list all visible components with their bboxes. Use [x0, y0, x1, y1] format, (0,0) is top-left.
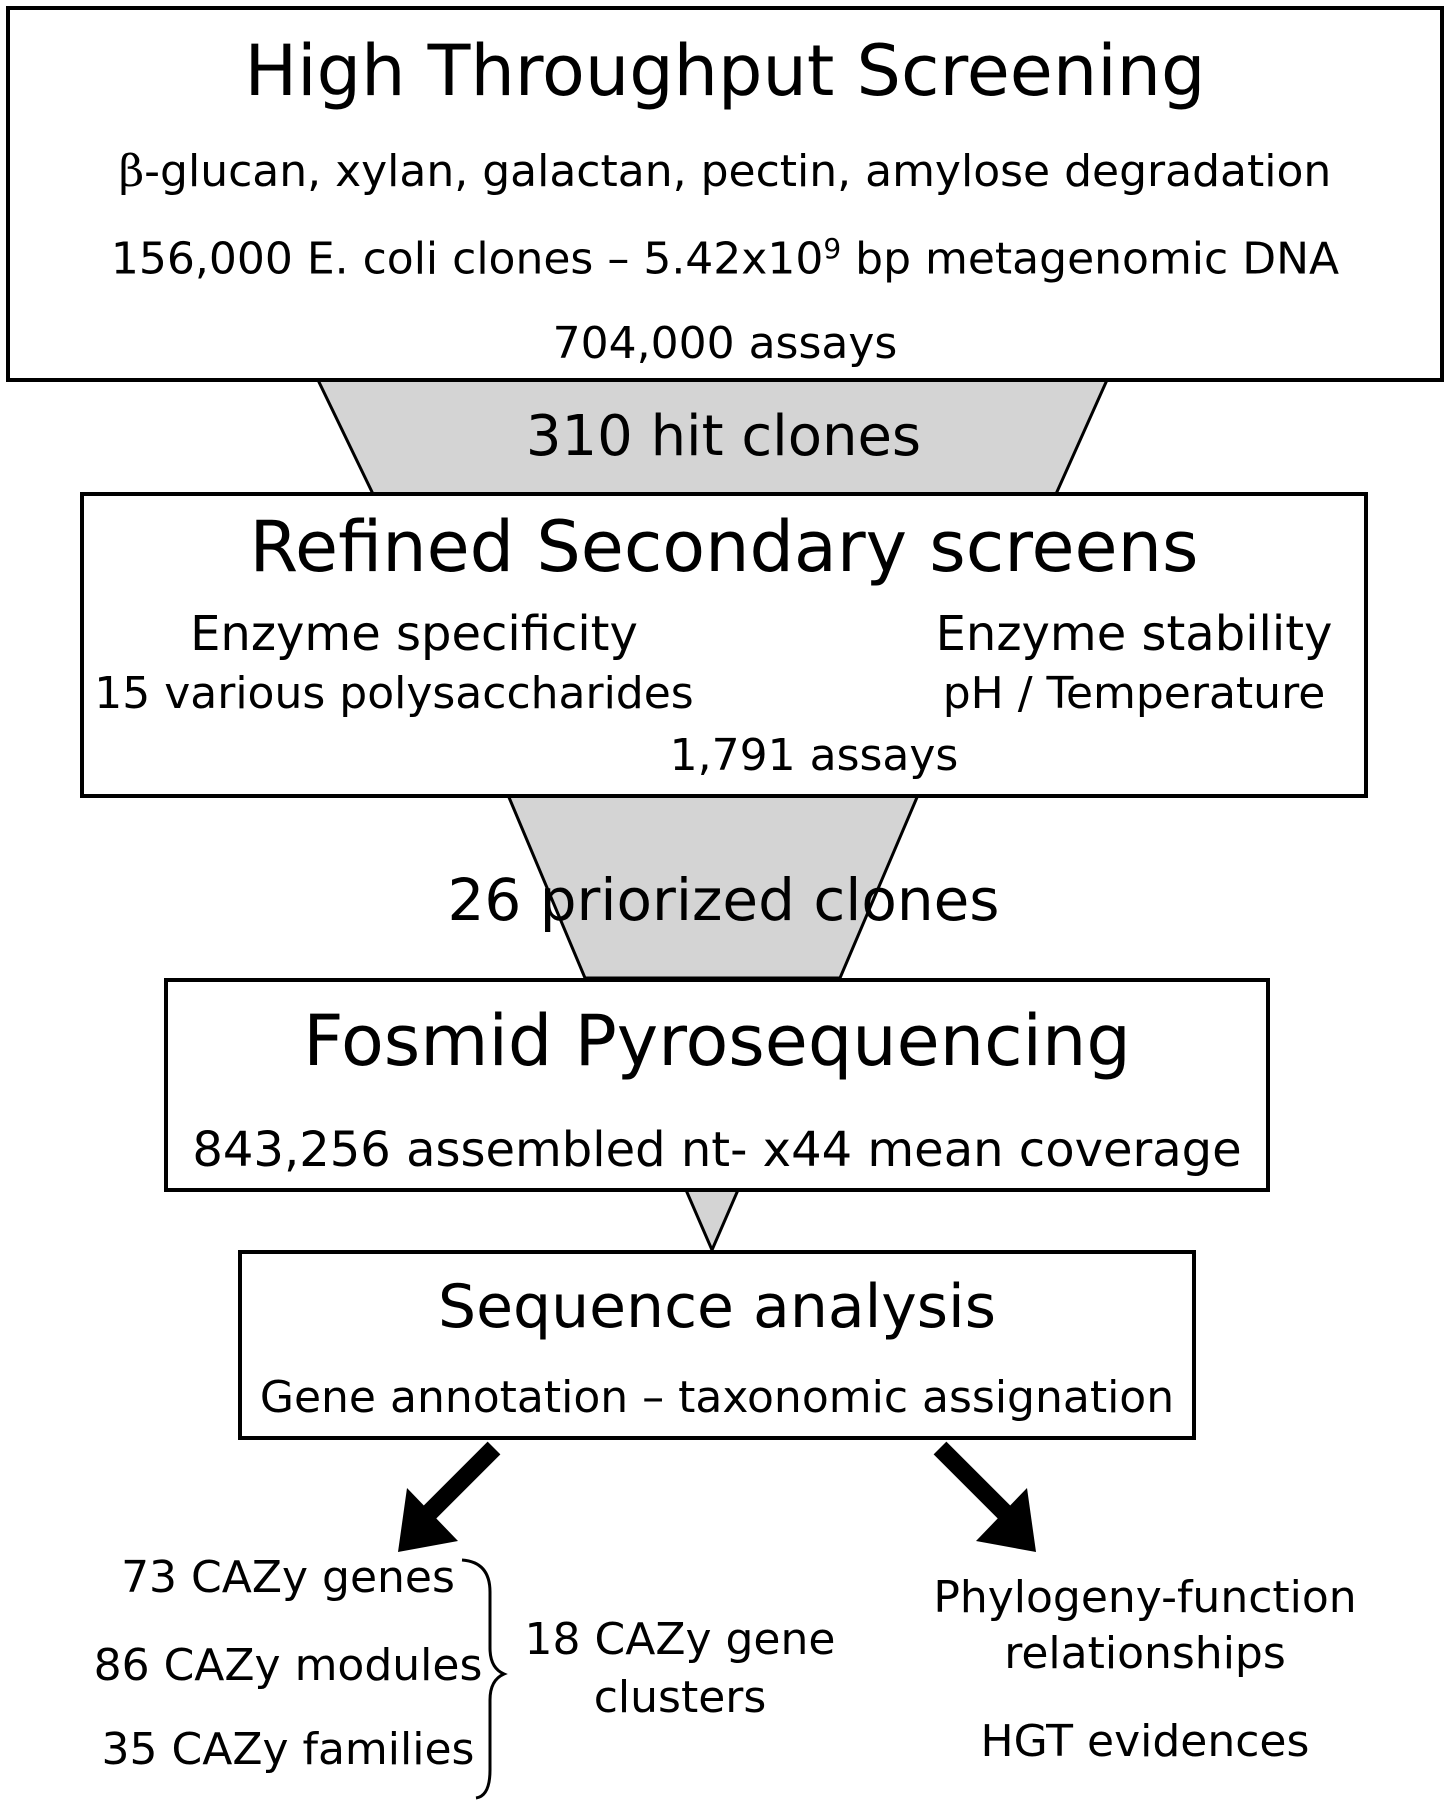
hts-assays: 704,000 assays: [552, 318, 898, 369]
specificity-title: Enzyme specificity: [190, 606, 638, 662]
curly-brace: [461, 1558, 508, 1800]
phylogeny-line2: relationships: [1004, 1628, 1286, 1679]
beta-symbol: β: [118, 146, 145, 197]
stability-title: Enzyme stability: [935, 606, 1333, 662]
secondary-assays: 1,791 assays: [669, 730, 959, 781]
cazy-families: 35 CAZy families: [101, 1724, 475, 1775]
hts-clones-unit: bp metagenomic DNA: [841, 233, 1340, 285]
hit-clones-label: 310 hit clones: [525, 404, 922, 469]
secondary-title: Refined Secondary screens: [249, 506, 1199, 588]
cazy-clusters-line2: clusters: [593, 1672, 767, 1723]
hts-substrates-text: -glucan, xylan, galactan, pectin, amylos…: [144, 146, 1332, 197]
hts-title: High Throughput Screening: [244, 30, 1206, 112]
specificity-detail: 15 various polysaccharides: [94, 668, 694, 719]
sequence-title: Sequence analysis: [438, 1272, 996, 1342]
secondary-box: Refined Secondary screens Enzyme specifi…: [80, 492, 1368, 798]
hts-substrates: β-glucan, xylan, galactan, pectin, amylo…: [10, 146, 1440, 197]
hgt-evidences: HGT evidences: [980, 1716, 1310, 1767]
hts-clones-exponent: 9: [823, 232, 842, 265]
hts-box: High Throughput Screening β-glucan, xyla…: [6, 6, 1444, 382]
stability-detail: pH / Temperature: [942, 668, 1326, 719]
sequence-detail: Gene annotation – taxonomic assignation: [259, 1372, 1175, 1423]
cazy-modules: 86 CAZy modules: [93, 1640, 483, 1691]
hts-clones: 156,000 E. coli clones – 5.42x109 bp met…: [10, 232, 1440, 285]
arrow-left: [398, 1441, 501, 1552]
hts-clones-text: 156,000 E. coli clones – 5.42x10: [110, 233, 824, 285]
cazy-clusters-line1: 18 CAZy gene: [524, 1614, 836, 1665]
phylogeny-line1: Phylogeny-function: [933, 1572, 1357, 1623]
arrow-right: [933, 1441, 1036, 1552]
cazy-genes: 73 CAZy genes: [121, 1552, 455, 1603]
fosmid-box: Fosmid Pyrosequencing 843,256 assembled …: [164, 978, 1270, 1192]
fosmid-title: Fosmid Pyrosequencing: [303, 1000, 1131, 1082]
fosmid-detail: 843,256 assembled nt- x44 mean coverage: [192, 1122, 1242, 1178]
sequence-box: Sequence analysis Gene annotation – taxo…: [238, 1250, 1196, 1440]
priorized-clones-label: 26 priorized clones: [447, 866, 1000, 934]
funnel-3: [683, 1188, 741, 1254]
